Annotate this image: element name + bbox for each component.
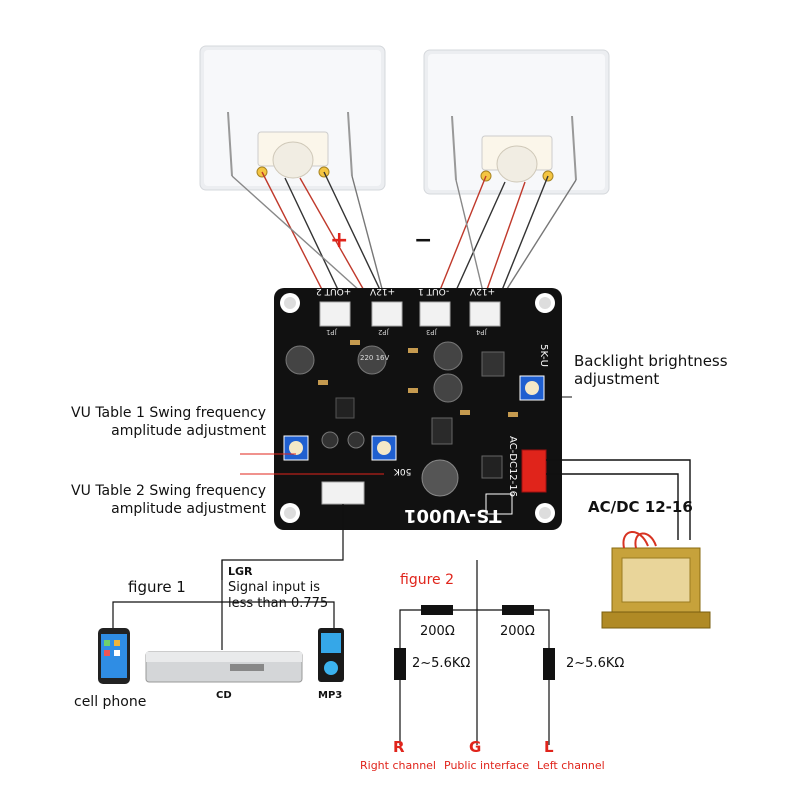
l-terminal-label: L	[544, 738, 554, 756]
connector-label-1: JP1	[326, 328, 337, 336]
signal-input-note-line2: less than 0.775	[228, 596, 329, 611]
lgr-label: LGR	[228, 565, 253, 578]
vu2-annotation-line2: amplitude adjustment	[111, 501, 266, 517]
cell-phone-device	[98, 628, 130, 684]
vu-meter-right	[423, 49, 610, 195]
transformer	[546, 459, 711, 629]
resistor-left-shunt-label: 2~5.6KΩ	[566, 656, 625, 671]
mp3-player-device	[318, 628, 344, 682]
connector-label-4: JP4	[476, 328, 487, 336]
minus-polarity-label: −	[414, 228, 433, 253]
signal-input-note: Signal input is less than 0.775	[228, 580, 328, 612]
vu1-annotation-line2: amplitude adjustment	[111, 423, 266, 439]
figure2-resistors	[394, 605, 555, 680]
power-connector-label: AC-DC12-16	[507, 436, 518, 497]
r-terminal-label: R	[393, 738, 405, 756]
resistor-1-label: 200Ω	[420, 624, 455, 639]
left-channel-label: Left channel	[537, 759, 605, 772]
pin-label-4: +12V	[470, 286, 496, 296]
acdc-annotation: AC/DC 12-16	[588, 498, 693, 516]
vu2-annotation-line1: VU Table 2 Swing frequency	[71, 483, 266, 499]
cap-label: 220 16V	[360, 354, 390, 362]
figure1-title: figure 1	[128, 578, 186, 596]
vu-driver-board	[274, 288, 562, 530]
cd-player-device	[145, 651, 303, 683]
connector-label-2: JP2	[378, 328, 389, 336]
g-terminal-label: G	[469, 738, 482, 756]
resistor-2-label: 200Ω	[500, 624, 535, 639]
cd-label: CD	[216, 690, 232, 701]
signal-input-note-line1: Signal input is	[228, 580, 321, 595]
backlight-annotation: Backlight brightness adjustment	[574, 352, 728, 388]
vu2-annotation: VU Table 2 Swing frequency amplitude adj…	[64, 482, 266, 518]
right-channel-label: Right channel	[360, 759, 436, 772]
resistor-right-shunt-label: 2~5.6KΩ	[412, 656, 471, 671]
connector-label-3: JP3	[426, 328, 437, 336]
public-interface-label: Public interface	[444, 759, 530, 772]
vu1-annotation: VU Table 1 Swing frequency amplitude adj…	[64, 404, 266, 440]
top-pot-label: 5K-U	[537, 344, 549, 367]
pin-label-2: +12V	[370, 286, 396, 296]
backlight-annotation-line2: adjustment	[574, 370, 660, 388]
leader-lines	[240, 396, 572, 475]
cell-phone-label: cell phone	[74, 694, 147, 710]
figure2-title: figure 2	[400, 572, 454, 588]
pin-label-1: +OUT 2	[316, 286, 352, 296]
board-model-label: TS-VU001	[404, 505, 502, 526]
vu1-annotation-line1: VU Table 1 Swing frequency	[71, 405, 266, 421]
pin-label-3: -OUT 1	[418, 286, 450, 296]
vu-meter-left	[199, 45, 386, 191]
mp3-label: MP3	[318, 690, 343, 701]
plus-polarity-label: +	[330, 228, 349, 253]
pot-label: 50K	[394, 466, 412, 476]
backlight-annotation-line1: Backlight brightness	[574, 352, 728, 370]
figure1-wiring	[112, 504, 344, 650]
